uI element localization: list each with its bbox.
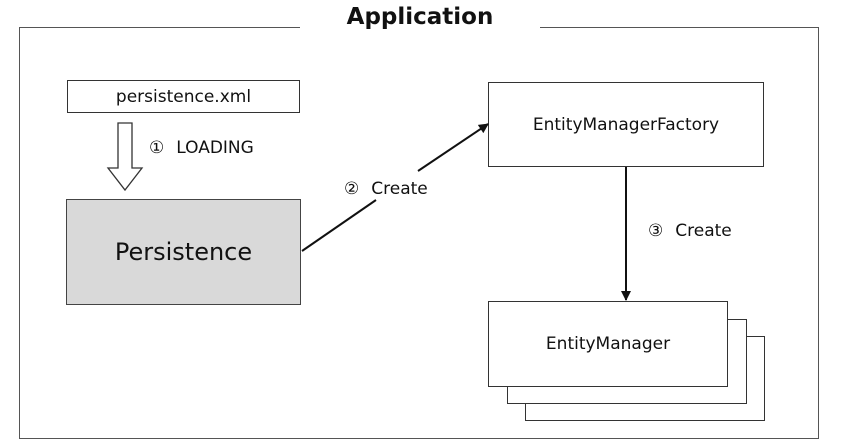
entity-manager-factory-box: EntityManagerFactory xyxy=(488,82,764,167)
loading-hollow-arrow xyxy=(106,122,144,192)
application-title: Application xyxy=(300,0,540,34)
create-manager-label: ③ Create xyxy=(648,220,732,242)
persistence-label: Persistence xyxy=(114,238,253,266)
step-3-marker: ③ xyxy=(648,221,664,241)
entity-manager-label: EntityManager xyxy=(545,334,671,354)
entity-manager-box: EntityManager xyxy=(488,301,728,387)
step-2-marker: ② xyxy=(344,179,360,199)
loading-text: LOADING xyxy=(176,138,254,158)
persistence-xml-label: persistence.xml xyxy=(115,86,252,107)
persistence-box: Persistence xyxy=(66,199,301,305)
entity-manager-factory-label: EntityManagerFactory xyxy=(532,114,720,135)
step-1-marker: ① xyxy=(149,138,165,158)
create-factory-text: Create xyxy=(371,179,428,199)
create-factory-arrow xyxy=(301,199,377,252)
loading-label: ① LOADING xyxy=(149,137,254,159)
persistence-xml-box: persistence.xml xyxy=(67,80,300,113)
create-manager-text: Create xyxy=(675,221,732,241)
create-factory-arrow-upper xyxy=(417,123,489,172)
create-factory-label: ② Create xyxy=(344,178,428,200)
